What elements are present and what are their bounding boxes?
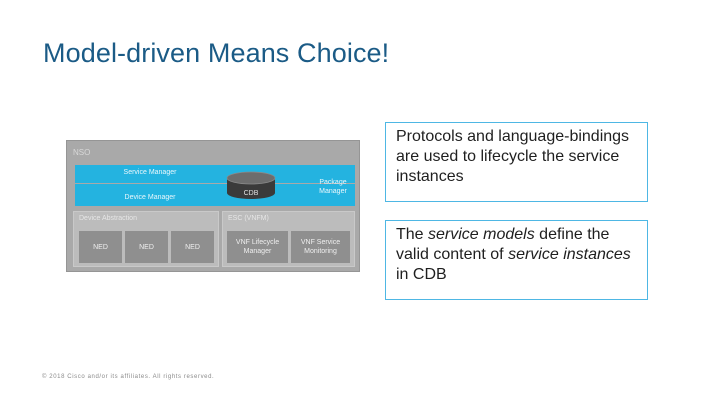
device-manager-band: Device Manager [75, 184, 355, 206]
ned-box: NED [125, 231, 168, 263]
slide-title: Model-driven Means Choice! [43, 38, 390, 68]
device-abstraction-label: Device Abstraction [79, 215, 137, 222]
nso-architecture-diagram: NSO Service Manager Device Manager Packa… [66, 140, 360, 272]
device-abstraction-panel: Device Abstraction NED NED NED [73, 211, 219, 267]
vnf-lifecycle-line-2: Manager [243, 248, 272, 255]
nso-label: NSO [73, 148, 91, 157]
callout-emphasis: service models [428, 226, 535, 243]
cdb-label: CDB [244, 190, 259, 197]
callout-text: in CDB [396, 266, 447, 283]
esc-vnfm-label: ESC (VNFM) [228, 215, 269, 222]
service-manager-band: Service Manager [75, 165, 355, 183]
callout-text: The [396, 226, 429, 243]
copyright-footer: © 2018 Cisco and/or its affiliates. All … [42, 374, 215, 380]
service-manager-label: Service Manager [123, 169, 177, 176]
vnf-monitoring-line-2: Monitoring [304, 248, 337, 255]
vnf-lifecycle-manager-box: VNF Lifecycle Manager [227, 231, 288, 263]
esc-vnfm-panel: ESC (VNFM) VNF Lifecycle Manager VNF Ser… [222, 211, 355, 267]
callout-text: define the valid content of [396, 226, 610, 263]
vnf-monitoring-line-1: VNF Service [300, 239, 341, 246]
package-manager-label: Package Manager [303, 178, 363, 196]
package-manager-line-1: Package [319, 179, 347, 186]
device-manager-label: Device Manager [124, 194, 176, 201]
cdb-database-icon: CDB [226, 171, 276, 199]
package-manager-line-2: Manager [319, 188, 347, 195]
callout-protocols: Protocols and language-bindings are used… [385, 122, 648, 202]
ned-box: NED [171, 231, 214, 263]
vnf-service-monitoring-box: VNF Service Monitoring [291, 231, 350, 263]
callout-emphasis: service instances [508, 246, 631, 263]
callout-service-models: The service models define the valid cont… [385, 220, 648, 300]
ned-box: NED [79, 231, 122, 263]
vnf-lifecycle-line-1: VNF Lifecycle [235, 239, 280, 246]
